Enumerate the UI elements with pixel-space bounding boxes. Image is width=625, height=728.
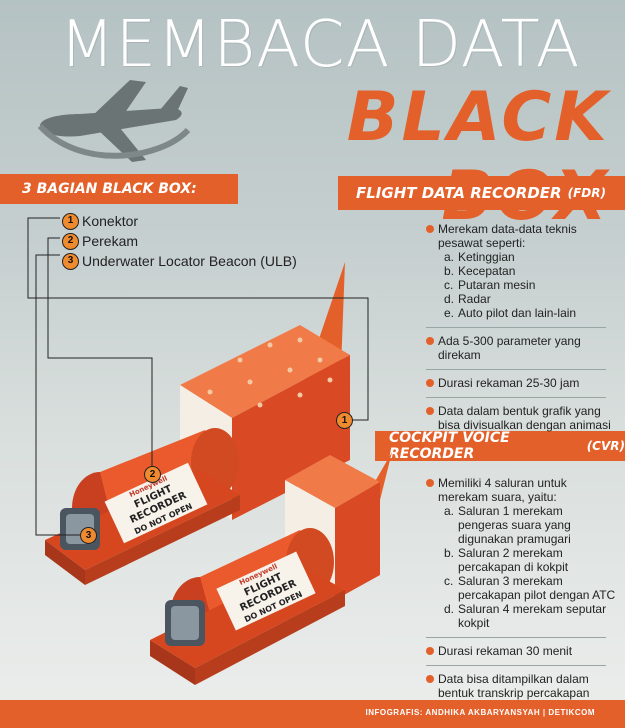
list-item: c. Putaran mesin bbox=[444, 278, 616, 292]
list-item: d.Saluran 4 merekam seputar kokpit bbox=[444, 602, 616, 630]
item-label: Konektor bbox=[82, 213, 139, 229]
item-letter: a. bbox=[444, 250, 455, 264]
parts-list: 1 Konektor 2 Perekam 3 Underwater Locato… bbox=[62, 211, 297, 271]
item-letter: d. bbox=[444, 602, 455, 616]
item-text: Radar bbox=[458, 292, 491, 306]
cvr-heading: COCKPIT VOICE RECORDER bbox=[389, 430, 510, 462]
divider bbox=[426, 665, 606, 666]
list-item: 3 Underwater Locator Beacon (ULB) bbox=[62, 251, 297, 271]
fdr-subitems: a.Ketinggian b.Kecepatan c. Putaran mesin… bbox=[444, 250, 616, 320]
cvr-intro-text: Memiliki 4 saluran untuk merekam suara, … bbox=[438, 476, 567, 504]
marker-2: 2 bbox=[144, 466, 161, 483]
item-text: Saluran 4 merekam seputar kokpit bbox=[458, 602, 607, 630]
fdr-heading-banner: FLIGHT DATA RECORDER (FDR) bbox=[338, 176, 625, 210]
cvr-intro: Memiliki 4 saluran untuk merekam suara, … bbox=[426, 476, 616, 630]
divider bbox=[426, 637, 606, 638]
leader-lines bbox=[27, 217, 369, 536]
divider bbox=[426, 369, 606, 370]
item-letter: b. bbox=[444, 546, 455, 560]
list-item: b.Kecepatan bbox=[444, 264, 616, 278]
item-text: Saluran 2 merekam percakapan di kokpit bbox=[458, 546, 569, 574]
item-text: Saluran 1 merekam pengeras suara yang di… bbox=[458, 504, 571, 546]
cvr-point: Data bisa ditampilkan dalam bentuk trans… bbox=[426, 672, 616, 700]
item-letter: a. bbox=[444, 504, 455, 518]
list-item: a.Saluran 1 merekam pengeras suara yang … bbox=[444, 504, 616, 546]
list-item: 2 Perekam bbox=[62, 231, 297, 251]
footer-credit: INFOGRAFIS: ANDHIKA AKBARYANSYAH | DETIK… bbox=[365, 708, 595, 717]
list-item: a.Ketinggian bbox=[444, 250, 616, 264]
airplane-icon bbox=[37, 80, 190, 162]
cvr-details: Memiliki 4 saluran untuk merekam suara, … bbox=[426, 476, 616, 707]
item-letter: c. bbox=[444, 574, 454, 588]
cvr-heading-banner: COCKPIT VOICE RECORDER (CVR) bbox=[375, 430, 625, 462]
item-number: 3 bbox=[62, 252, 79, 270]
fdr-point: Data dalam bentuk grafik yang bisa divis… bbox=[426, 404, 616, 432]
fdr-heading: FLIGHT DATA RECORDER bbox=[356, 184, 562, 202]
parts-heading: 3 BAGIAN BLACK BOX: bbox=[22, 181, 197, 197]
fdr-point: Durasi rekaman 25-30 jam bbox=[426, 376, 616, 390]
marker-3: 3 bbox=[80, 527, 97, 544]
item-text: Saluran 3 merekam percakapan pilot denga… bbox=[458, 574, 616, 602]
cvr-point: Durasi rekaman 30 menit bbox=[426, 644, 616, 658]
fdr-intro: Merekam data-data teknis pesawat seperti… bbox=[426, 222, 616, 320]
list-item: c. Saluran 3 merekam percakapan pilot den… bbox=[444, 574, 616, 602]
divider bbox=[426, 397, 606, 398]
item-letter: e. bbox=[444, 306, 455, 320]
title-line1: MEMBACA DATA bbox=[59, 8, 581, 82]
list-item: e.Auto pilot dan lain-lain bbox=[444, 306, 616, 320]
marker-1: 1 bbox=[336, 412, 353, 429]
list-item: b.Saluran 2 merekam percakapan di kokpit bbox=[444, 546, 616, 574]
cvr-abbr: (CVR) bbox=[586, 439, 625, 453]
fdr-details: Merekam data-data teknis pesawat seperti… bbox=[426, 222, 616, 439]
item-letter: b. bbox=[444, 264, 455, 278]
item-text: Auto pilot dan lain-lain bbox=[458, 306, 577, 320]
fdr-intro-text: Merekam data-data teknis pesawat seperti… bbox=[438, 222, 577, 250]
item-text: Kecepatan bbox=[458, 264, 516, 278]
item-letter: c. bbox=[444, 278, 454, 292]
list-item: 1 Konektor bbox=[62, 211, 297, 231]
item-number: 2 bbox=[62, 232, 79, 250]
item-text: Ketinggian bbox=[458, 250, 515, 264]
item-label: Perekam bbox=[82, 233, 139, 249]
item-label: Underwater Locator Beacon (ULB) bbox=[82, 253, 297, 269]
footer-bar: INFOGRAFIS: ANDHIKA AKBARYANSYAH | DETIK… bbox=[0, 700, 625, 728]
cvr-subitems: a.Saluran 1 merekam pengeras suara yang … bbox=[444, 504, 616, 630]
item-number: 1 bbox=[62, 212, 79, 230]
item-letter: d. bbox=[444, 292, 455, 306]
item-text: Putaran mesin bbox=[458, 278, 536, 292]
divider bbox=[426, 327, 606, 328]
list-item: d.Radar bbox=[444, 292, 616, 306]
fdr-abbr: (FDR) bbox=[567, 186, 606, 200]
fdr-point: Ada 5-300 parameter yang direkam bbox=[426, 334, 616, 362]
parts-heading-banner: 3 BAGIAN BLACK BOX: bbox=[0, 174, 238, 204]
